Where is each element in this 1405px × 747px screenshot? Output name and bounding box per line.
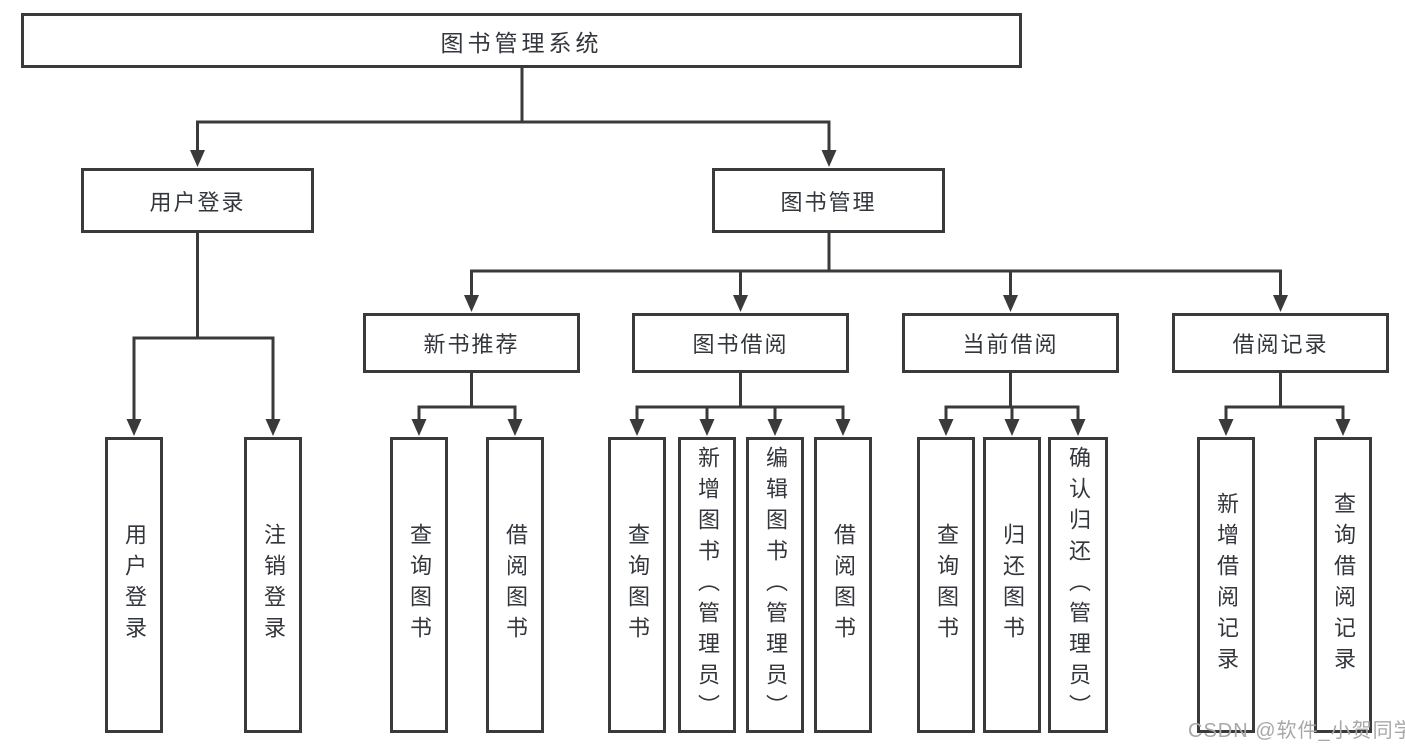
node-query-borrow-record: 查询借阅记录 — [1314, 437, 1372, 733]
node-edit-book-admin: 编辑图书（管理员） — [746, 437, 804, 733]
node-label: 注销登录 — [261, 523, 286, 647]
node-label: 新书推荐 — [423, 332, 520, 357]
node-label: 查询图书 — [934, 523, 959, 647]
csdn-watermark: CSDN @软件_小贺同学 — [1188, 720, 1405, 742]
node-label: 借阅图书 — [831, 523, 856, 647]
node-label: 借阅记录 — [1232, 332, 1329, 357]
node-current-borrowing: 当前借阅 — [902, 313, 1119, 373]
node-label: 用户登录 — [149, 189, 246, 215]
node-query-books-current: 查询图书 — [917, 437, 975, 733]
node-label: 确认归还（管理员） — [1066, 445, 1091, 725]
node-label: 查询借阅记录 — [1331, 492, 1356, 678]
node-new-book-recommendation: 新书推荐 — [363, 313, 580, 373]
node-library-management-system: 图书管理系统 — [21, 13, 1022, 68]
node-label: 编辑图书（管理员） — [763, 445, 788, 725]
node-query-books-recommend: 查询图书 — [390, 437, 448, 733]
node-book-borrowing: 图书借阅 — [632, 313, 849, 373]
node-label: 图书借阅 — [692, 332, 789, 357]
node-label: 查询图书 — [625, 523, 650, 647]
node-borrow-books-leaf: 借阅图书 — [814, 437, 872, 733]
node-user-login-leaf: 用户登录 — [105, 437, 163, 733]
node-label: 当前借阅 — [962, 332, 1059, 357]
node-return-books: 归还图书 — [983, 437, 1041, 733]
node-add-book-admin: 新增图书（管理员） — [678, 437, 736, 733]
node-borrowing-records: 借阅记录 — [1172, 313, 1389, 373]
node-label: 图书管理 — [780, 189, 877, 215]
node-label: 图书管理系统 — [440, 29, 603, 56]
node-add-borrow-record: 新增借阅记录 — [1197, 437, 1255, 733]
node-logout-leaf: 注销登录 — [244, 437, 302, 733]
node-label: 借阅图书 — [503, 523, 528, 647]
node-label: 查询图书 — [407, 523, 432, 647]
node-label: 归还图书 — [1000, 523, 1025, 647]
node-borrow-books-recommend: 借阅图书 — [486, 437, 544, 733]
node-book-management-branch: 图书管理 — [712, 168, 945, 233]
connector-paths — [132, 68, 1345, 425]
node-label: 新增借阅记录 — [1214, 492, 1239, 678]
node-confirm-return-admin: 确认归还（管理员） — [1048, 437, 1108, 733]
node-query-books-borrow: 查询图书 — [608, 437, 666, 733]
arrowheads — [126, 150, 1351, 436]
node-user-login-branch: 用户登录 — [81, 168, 314, 233]
node-label: 用户登录 — [122, 523, 147, 647]
node-label: 新增图书（管理员） — [695, 445, 720, 725]
